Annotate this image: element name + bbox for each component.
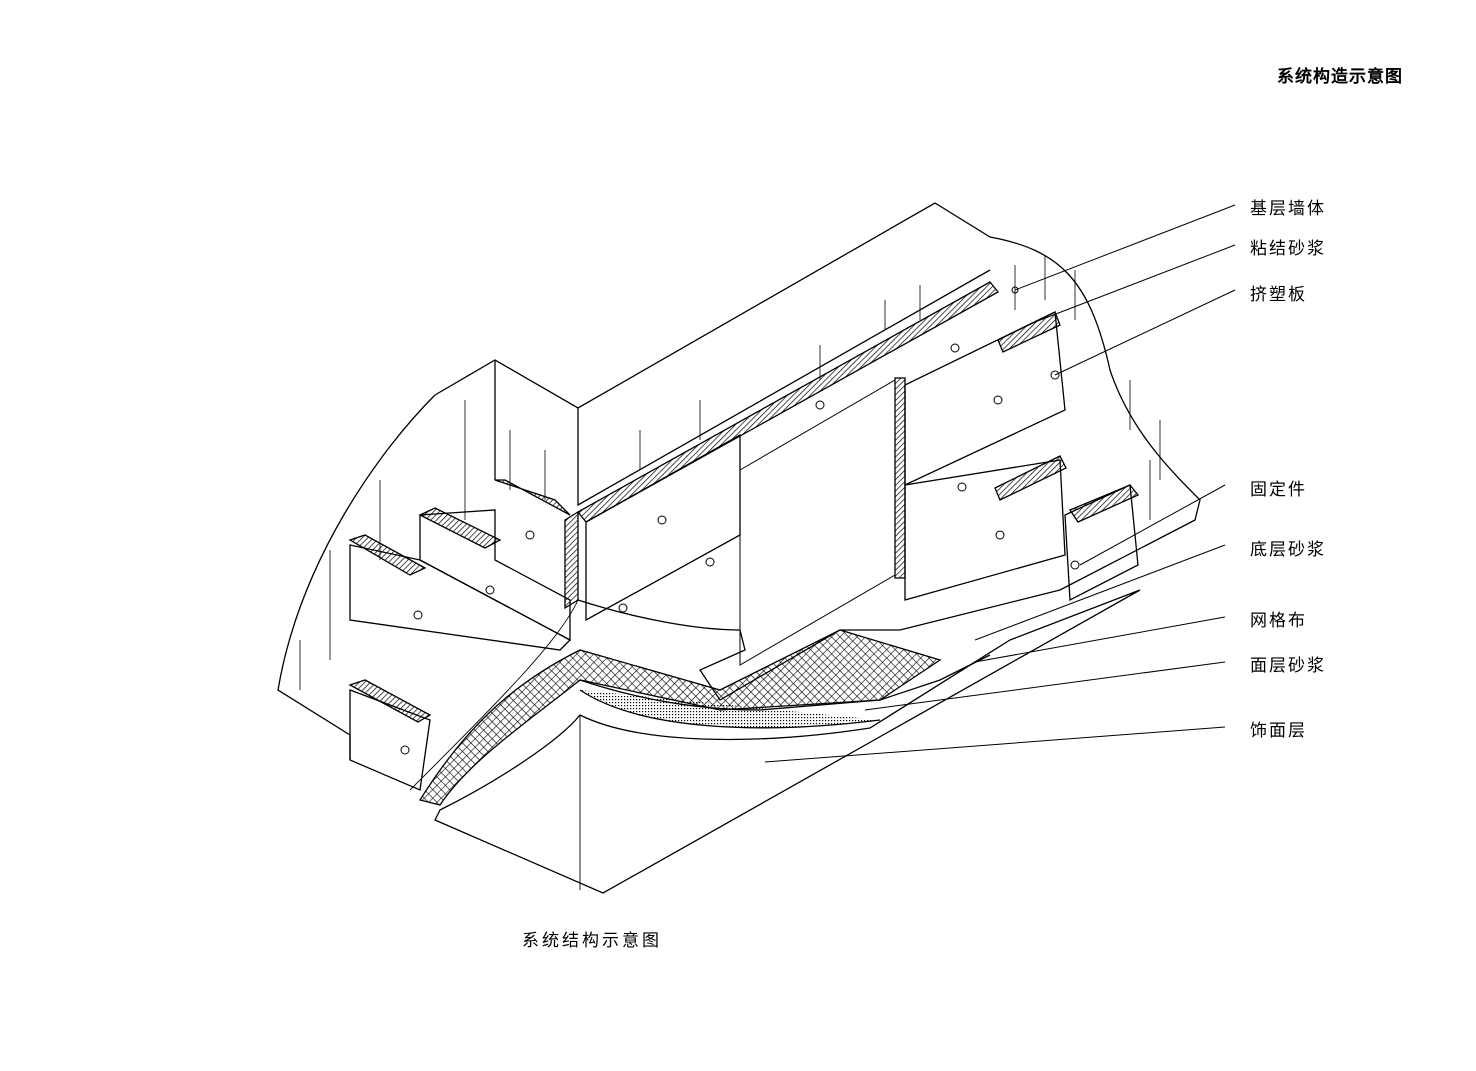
diagram-caption: 系统结构示意图 bbox=[522, 931, 662, 951]
finish-layer-shape bbox=[434, 589, 1141, 894]
label-surface-mortar: 面层砂浆 bbox=[1250, 656, 1326, 676]
label-xps-board: 挤塑板 bbox=[1250, 285, 1307, 305]
label-finish-layer: 饰面层 bbox=[1250, 721, 1307, 741]
xps-board bbox=[419, 509, 571, 642]
xps-board bbox=[349, 544, 572, 651]
cutaway-band bbox=[577, 589, 1061, 701]
surface-mortar-layer bbox=[579, 689, 881, 729]
fastener-icons bbox=[400, 286, 1080, 755]
page-title: 系统构造示意图 bbox=[1277, 67, 1403, 87]
label-base-mortar: 底层砂浆 bbox=[1250, 540, 1326, 560]
label-base-wall: 基层墙体 bbox=[1250, 199, 1326, 219]
label-fastener: 固定件 bbox=[1250, 480, 1307, 500]
opening-insulation-side bbox=[894, 377, 906, 579]
label-bonding-mortar: 粘结砂浆 bbox=[1250, 239, 1326, 259]
mesh-layer bbox=[418, 629, 942, 806]
label-mesh-cloth: 网格布 bbox=[1250, 611, 1307, 631]
base-wall-outline bbox=[434, 202, 1201, 591]
xps-top-strip bbox=[577, 281, 999, 523]
leader-lines bbox=[764, 204, 1236, 763]
xps-board bbox=[585, 433, 741, 622]
xps-board bbox=[904, 459, 1066, 601]
xps-board bbox=[904, 311, 1066, 487]
